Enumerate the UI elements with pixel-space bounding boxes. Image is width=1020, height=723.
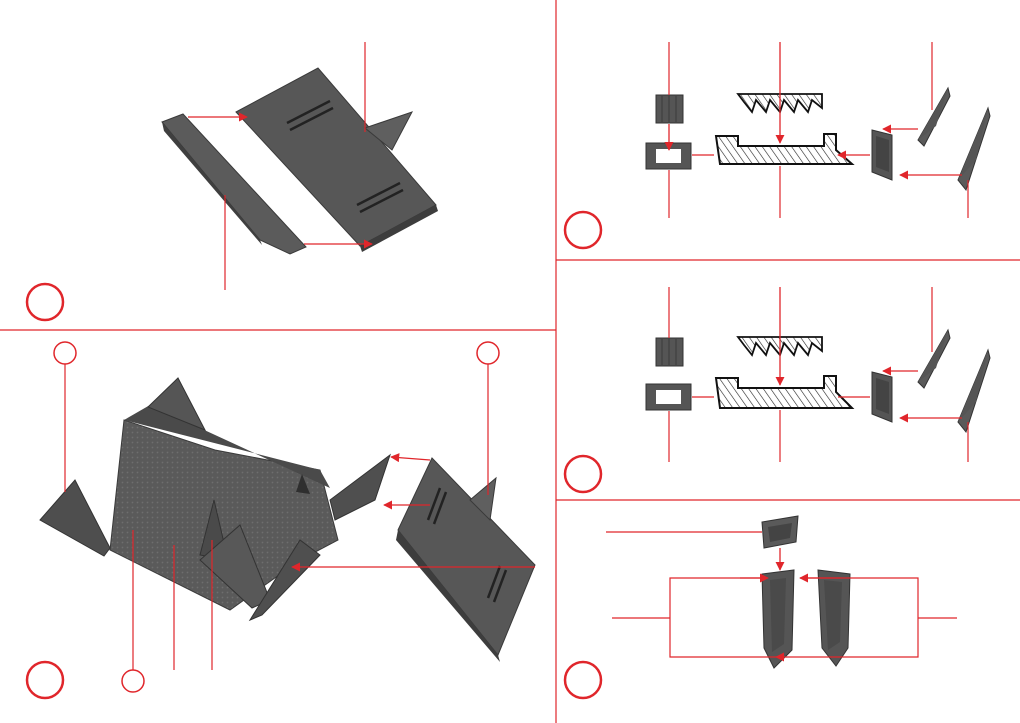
step-circle-icon [27, 662, 63, 698]
panel-top-left [27, 42, 438, 320]
ridge-profile [716, 376, 852, 408]
callout-circle-icon [122, 670, 144, 692]
panel-top-right [565, 42, 990, 248]
step-circle-icon [565, 212, 601, 248]
ridge-profile [716, 134, 852, 164]
callout-circle-icon [477, 342, 499, 364]
panel-bottom-right [565, 516, 957, 698]
panel-middle-right [565, 287, 990, 492]
step-circle-icon [27, 284, 63, 320]
gable-left [40, 480, 110, 556]
callout-circle-icon [54, 342, 76, 364]
bracket-left [670, 578, 778, 657]
bracket-right [800, 578, 918, 657]
step-circle-icon [565, 456, 601, 492]
assembly-arrow [391, 457, 430, 460]
gable-side [330, 455, 390, 520]
panel-bottom-left [27, 342, 535, 698]
step-circle-icon [565, 662, 601, 698]
